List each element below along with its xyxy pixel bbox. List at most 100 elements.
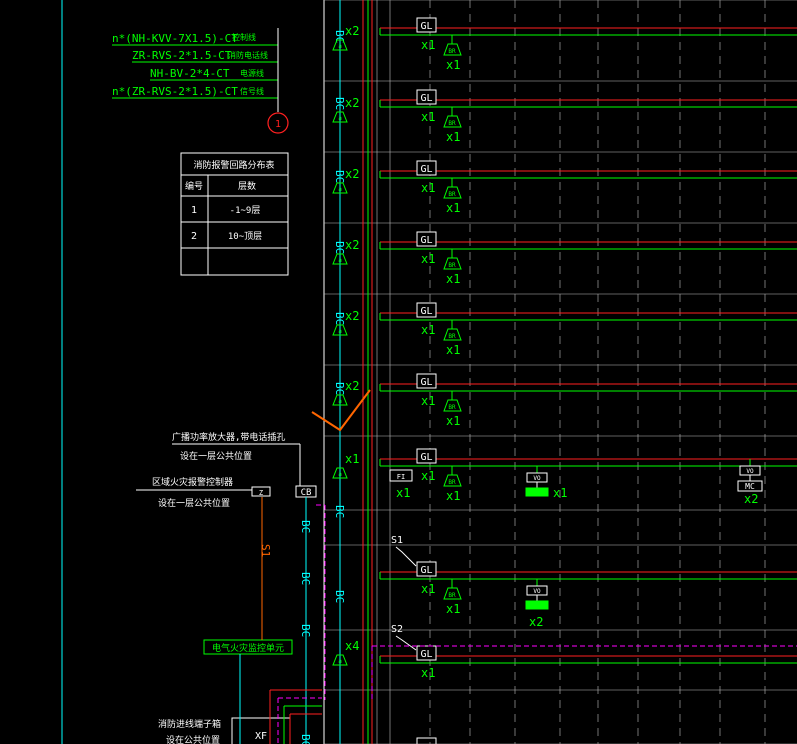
bc-wire-tag-1: BC bbox=[299, 520, 312, 533]
speaker-icon bbox=[443, 186, 462, 199]
gl-module-box bbox=[416, 89, 437, 105]
svg-text:a: a bbox=[338, 43, 342, 50]
riser-speaker-icon: a bbox=[332, 654, 348, 666]
riser-speaker-icon: a bbox=[332, 467, 348, 479]
loop-table: 消防报警回路分布表 编号 层数 1 -1~9层 2 10~顶层 bbox=[180, 152, 289, 276]
gl-module-box bbox=[416, 645, 437, 661]
speaker-icon bbox=[443, 257, 462, 270]
riser-speaker-icon: a bbox=[332, 253, 348, 265]
gl-module-box bbox=[416, 448, 437, 464]
hatched-device-icon bbox=[525, 600, 549, 610]
gl-module-box bbox=[416, 160, 437, 176]
mc-module-count: x2 bbox=[744, 492, 758, 506]
loop-table-header-no: 编号 bbox=[185, 180, 203, 192]
riser-floor-count: x2 bbox=[345, 167, 359, 181]
gl-module-count: x1 bbox=[421, 38, 435, 52]
speaker-count: x1 bbox=[446, 602, 460, 616]
gl-module-box bbox=[416, 231, 437, 247]
speaker-count: x1 bbox=[446, 489, 460, 503]
riser-cable-tag: BC bbox=[333, 382, 346, 395]
riser-floor-count: x2 bbox=[345, 24, 359, 38]
electrical-unit-box bbox=[203, 639, 293, 655]
gl-module-count: x1 bbox=[421, 110, 435, 124]
bc-wire-tag-2: BC bbox=[299, 572, 312, 585]
legend-note-1: 控制线 bbox=[232, 32, 256, 42]
gl-module-label: GL bbox=[420, 306, 432, 317]
riser-cable-tag: BC bbox=[333, 97, 346, 110]
speaker-icon bbox=[443, 328, 462, 341]
legend-cable-4: n*(ZR-RVS-2*1.5)-CT bbox=[112, 85, 238, 98]
speaker-count: x1 bbox=[446, 58, 460, 72]
legend-note-3: 电源线 bbox=[240, 68, 264, 78]
svg-text:a: a bbox=[338, 658, 342, 665]
riser-floor-count: x4 bbox=[345, 639, 359, 653]
bc-wire-tag-4: BC bbox=[299, 734, 312, 744]
speaker-tag: BR bbox=[448, 191, 456, 198]
gl-module-count: x1 bbox=[421, 582, 435, 596]
gl-module-label: GL bbox=[420, 565, 432, 576]
loop-table-title: 消防报警回路分布表 bbox=[193, 159, 274, 171]
left-annotations: 广播功率放大器,带电话插孔 设在一层公共位置 区域火灾报警控制器 设在一层公共位… bbox=[136, 431, 317, 744]
gl-module-label: GL bbox=[420, 93, 432, 104]
riser-speaker-icon: a bbox=[332, 111, 348, 123]
s1-wire-tag: S1 bbox=[259, 544, 272, 557]
vo-module-label: VO bbox=[533, 475, 541, 482]
speaker-count: x1 bbox=[446, 201, 460, 215]
riser-floor-count: x1 bbox=[345, 452, 359, 466]
speaker-count: x1 bbox=[446, 272, 460, 286]
gl-module-count: x1 bbox=[421, 323, 435, 337]
riser-speaker-icon: a bbox=[332, 324, 348, 336]
gl-module-count: x1 bbox=[421, 252, 435, 266]
riser-cable-tag: BC bbox=[333, 241, 346, 254]
speaker-tag: BR bbox=[448, 333, 456, 340]
gl-module-label: GL bbox=[420, 649, 432, 660]
xf-label: XF bbox=[255, 731, 267, 742]
legend-cable-3: NH-BV-2*4-CT bbox=[150, 67, 230, 80]
speaker-icon bbox=[443, 399, 462, 412]
alarm-panel-tag: Z bbox=[259, 489, 263, 497]
speaker-count: x1 bbox=[446, 414, 460, 428]
gl-module-count: x1 bbox=[421, 394, 435, 408]
svg-text:a: a bbox=[338, 328, 342, 335]
mc-module-label: MC bbox=[745, 482, 755, 491]
vo-module-count: x2 bbox=[529, 615, 543, 629]
cb-label: CB bbox=[301, 488, 312, 498]
hatched-device-icon bbox=[525, 487, 549, 497]
s2-label: S2 bbox=[391, 624, 403, 635]
gl-module-box bbox=[416, 561, 437, 577]
gl-module-count: x1 bbox=[421, 181, 435, 195]
callout-circle bbox=[267, 112, 289, 134]
riser-floor-count: x2 bbox=[345, 309, 359, 323]
legend-cable-2: ZR-RVS-2*1.5-CT bbox=[132, 49, 232, 62]
speaker-icon bbox=[443, 115, 462, 128]
speaker-icon bbox=[443, 474, 462, 487]
riser-floor-count: x2 bbox=[345, 238, 359, 252]
fi-module-count: x1 bbox=[396, 486, 410, 500]
terminal-box-label: 消防进线端子箱 bbox=[158, 718, 221, 730]
riser-cable-tag: BC bbox=[333, 505, 346, 518]
legend-note-2: 消防电话线 bbox=[228, 50, 268, 60]
svg-text:a: a bbox=[338, 257, 342, 264]
vo-module-count: x1 bbox=[553, 486, 567, 500]
legend-cable-1: n*(NH-KVV-7X1.5)-CT bbox=[112, 32, 238, 45]
electrical-unit-label: 电气火灾监控单元 bbox=[212, 642, 284, 654]
alarm-panel-box bbox=[251, 486, 271, 497]
riser-speaker-icon: a bbox=[332, 394, 348, 406]
revision-check-mark bbox=[311, 389, 371, 432]
mc-module-box bbox=[737, 480, 763, 492]
speaker-tag: BR bbox=[448, 479, 456, 486]
gl-module-label: GL bbox=[420, 377, 432, 388]
fi-module-label: FI bbox=[397, 473, 405, 481]
riser-cable-tag: BC bbox=[333, 590, 346, 603]
speaker-tag: BR bbox=[448, 404, 456, 411]
broadcast-location: 设在一层公共位置 bbox=[180, 450, 252, 462]
